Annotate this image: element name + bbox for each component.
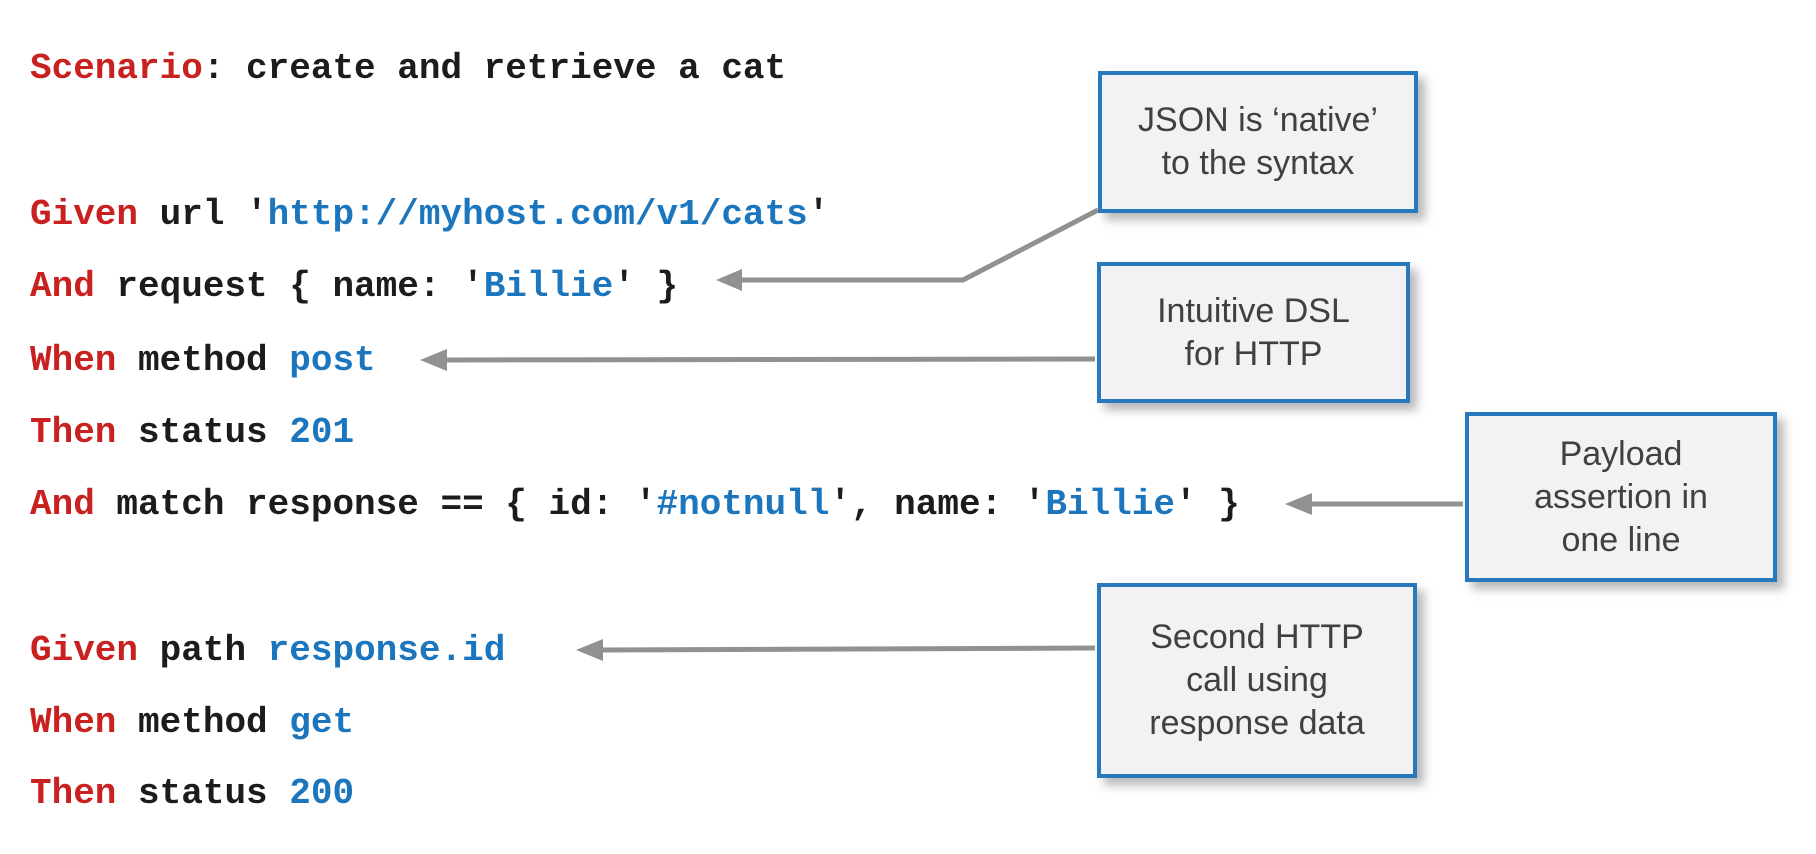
code-text: status	[116, 412, 290, 453]
keyword-when: When	[30, 340, 117, 381]
callout-text-line: Payload	[1559, 434, 1683, 473]
code-line-when-post: When method post	[30, 339, 376, 383]
code-text: ' }	[1175, 484, 1240, 525]
callout-intuitive-dsl: Intuitive DSL for HTTP	[1097, 262, 1410, 403]
callout-text-line: assertion in	[1534, 477, 1708, 516]
arrow-payload-assertion	[1285, 493, 1463, 515]
notnull-literal: #notnull	[656, 484, 830, 525]
callout-second-call: Second HTTP call using response data	[1097, 583, 1417, 778]
code-text: method	[116, 702, 290, 743]
keyword-scenario: Scenario	[30, 48, 203, 89]
code-line-given-path: Given path response.id	[30, 629, 505, 673]
callout-payload-assertion: Payload assertion in one line	[1465, 412, 1777, 582]
code-text: ' }	[613, 266, 679, 307]
code-text: request { name: '	[94, 266, 484, 307]
arrow-intuitive-dsl	[420, 349, 1096, 371]
code-line-then-200: Then status 200	[30, 772, 354, 816]
url-literal: http://myhost.com/v1/cats	[267, 194, 808, 235]
arrow-second-call	[576, 639, 1096, 661]
keyword-and: And	[30, 484, 95, 525]
keyword-given: Given	[30, 630, 139, 671]
callout-text-line: to the syntax	[1161, 144, 1355, 182]
code-text: method	[116, 340, 290, 381]
keyword-then: Then	[30, 412, 117, 453]
code-line-when-get: When method get	[30, 701, 354, 745]
code-line-and-request: And request { name: 'Billie' }	[30, 265, 678, 309]
method-literal: get	[289, 702, 355, 743]
callout-text-line: response data	[1149, 704, 1365, 742]
string-literal: Billie	[483, 266, 614, 307]
method-literal: post	[289, 340, 376, 381]
callout-json-native: JSON is ‘native’ to the syntax	[1098, 71, 1418, 213]
callout-text-line: for HTTP	[1184, 334, 1323, 373]
callout-text-line: one line	[1561, 520, 1681, 559]
keyword-and: And	[30, 266, 95, 307]
callout-text-line: call using	[1186, 661, 1328, 699]
code-text: : create and retrieve a cat	[202, 48, 787, 89]
keyword-when: When	[30, 702, 117, 743]
code-text: '	[807, 194, 830, 235]
callout-text-line: JSON is ‘native’	[1138, 101, 1378, 139]
code-line-scenario: Scenario: create and retrieve a cat	[30, 47, 786, 91]
path-literal: response.id	[267, 630, 506, 671]
code-text: url '	[138, 194, 268, 235]
keyword-then: Then	[30, 773, 117, 814]
string-literal: Billie	[1045, 484, 1176, 525]
keyword-given: Given	[30, 194, 139, 235]
status-literal: 201	[289, 412, 355, 453]
code-text: match response == { id: '	[94, 484, 657, 525]
code-text: path	[138, 630, 268, 671]
code-line-given-url: Given url 'http://myhost.com/v1/cats'	[30, 193, 829, 237]
status-literal: 200	[289, 773, 355, 814]
callout-text-line: Second HTTP	[1150, 618, 1364, 656]
code-line-then-201: Then status 201	[30, 411, 354, 455]
code-line-and-match: And match response == { id: '#notnull', …	[30, 483, 1240, 527]
callout-text-line: Intuitive DSL	[1157, 291, 1350, 330]
code-text: ', name: '	[829, 484, 1046, 525]
code-text: status	[116, 773, 290, 814]
